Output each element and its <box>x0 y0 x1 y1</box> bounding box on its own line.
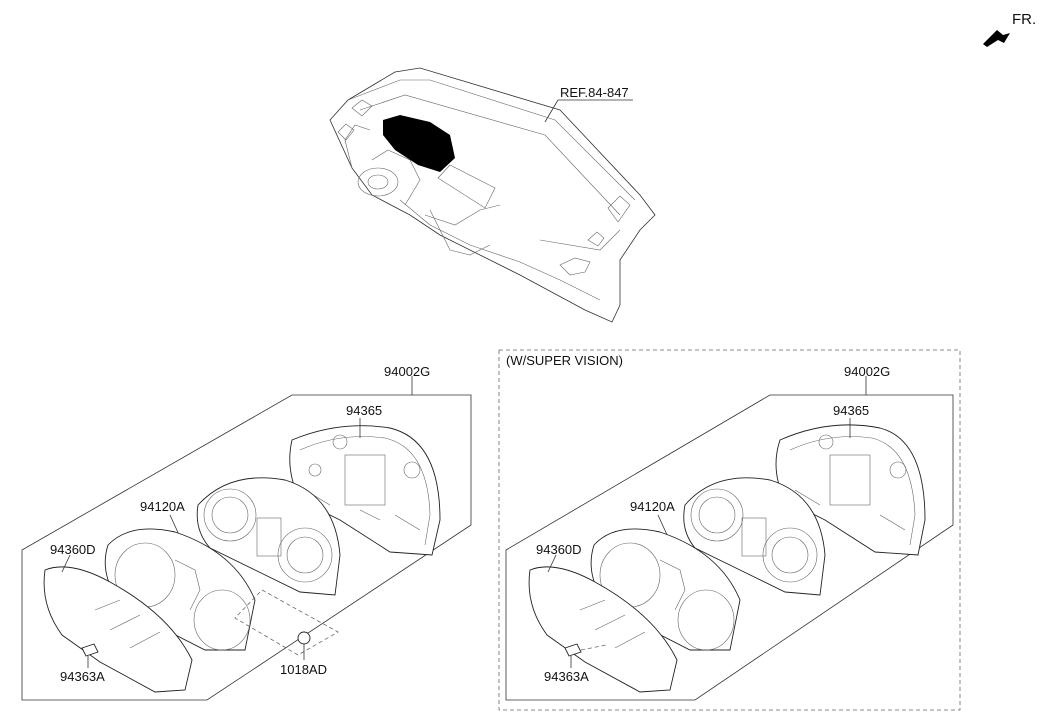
case-label: 94365 <box>346 403 383 418</box>
screw-part <box>234 589 339 660</box>
lens-frame <box>104 528 256 651</box>
instrument-case <box>289 418 441 556</box>
super-vision-frame <box>505 376 954 701</box>
sv-case-label: 94365 <box>833 403 870 418</box>
sv-clip-label: 94363A <box>544 669 589 684</box>
front-direction-label: FR. <box>1012 11 1037 28</box>
standard-group-frame <box>21 376 472 701</box>
sv-gauge-panel-label: 94120A <box>630 499 675 514</box>
clip-part <box>81 643 99 668</box>
sv-clip-part <box>564 643 607 668</box>
sv-lens <box>528 554 678 693</box>
gauge-panel-label: 94120A <box>140 499 185 514</box>
dashboard-illustration <box>329 67 656 323</box>
sv-instrument-case <box>775 418 926 556</box>
sv-lens-label: 94360D <box>536 542 582 557</box>
reference-label: REF.84-847 <box>560 85 629 100</box>
front-arrow-icon <box>983 30 1010 47</box>
clip-label: 94363A <box>60 669 105 684</box>
super-vision-box <box>498 349 961 711</box>
assembly-label: 94002G <box>384 364 431 379</box>
lens-label: 94360D <box>50 542 96 557</box>
variant-label: (W/SUPER VISION) <box>506 353 624 368</box>
sv-gauge-panel <box>657 477 826 596</box>
sv-assembly-label: 94002G <box>844 364 891 379</box>
screw-label: 1018AD <box>280 662 327 677</box>
gauge-panel <box>169 477 341 596</box>
lens <box>43 554 193 693</box>
sv-lens-frame <box>590 528 741 651</box>
